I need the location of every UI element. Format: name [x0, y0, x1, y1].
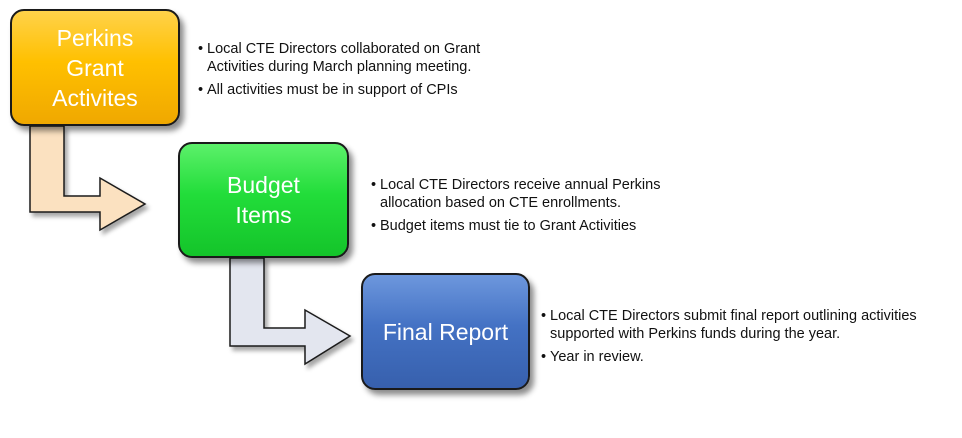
note-item: •All activities must be in support of CP…	[198, 81, 528, 99]
step-title-line: Perkins	[56, 24, 134, 51]
step-notes-3: •Local CTE Directors submit final report…	[541, 307, 956, 371]
step-notes-2: •Local CTE Directors receive annual Perk…	[371, 176, 701, 240]
note-text: Local CTE Directors collaborated on Gran…	[207, 41, 481, 75]
note-text: All activities must be in support of CPI…	[207, 82, 458, 98]
note-text: Year in review.	[550, 349, 644, 365]
note-item: •Local CTE Directors collaborated on Gra…	[198, 40, 528, 76]
step-title-line: Final Report	[382, 318, 509, 345]
step-title-line: Grant	[66, 54, 124, 81]
bent-arrow-2	[229, 257, 352, 366]
step-title-line: Items	[235, 202, 292, 228]
note-item: •Year in review.	[541, 348, 956, 366]
note-item: •Local CTE Directors submit final report…	[541, 307, 956, 343]
note-text: Budget items must tie to Grant Activitie…	[380, 218, 637, 234]
bullet-icon: •	[198, 82, 204, 98]
step-title-line: Budget	[227, 172, 300, 198]
step-notes-1: •Local CTE Directors collaborated on Gra…	[198, 40, 528, 104]
bullet-icon: •	[198, 41, 204, 57]
step-box-final-report: Final Report	[361, 273, 530, 390]
note-item: •Local CTE Directors receive annual Perk…	[371, 176, 701, 212]
bent-arrow-1	[29, 125, 147, 232]
bullet-icon: •	[371, 177, 377, 193]
note-item: •Budget items must tie to Grant Activiti…	[371, 217, 701, 235]
note-text: Local CTE Directors submit final report …	[550, 308, 917, 342]
bullet-icon: •	[541, 349, 547, 365]
step-title-line: Activites	[52, 84, 138, 111]
step-box-perkins-grant-activities: Perkins Grant Activites	[10, 9, 180, 126]
step-box-budget-items: Budget Items	[178, 142, 349, 258]
bullet-icon: •	[371, 218, 377, 234]
note-text: Local CTE Directors receive annual Perki…	[380, 177, 661, 211]
bullet-icon: •	[541, 308, 547, 324]
